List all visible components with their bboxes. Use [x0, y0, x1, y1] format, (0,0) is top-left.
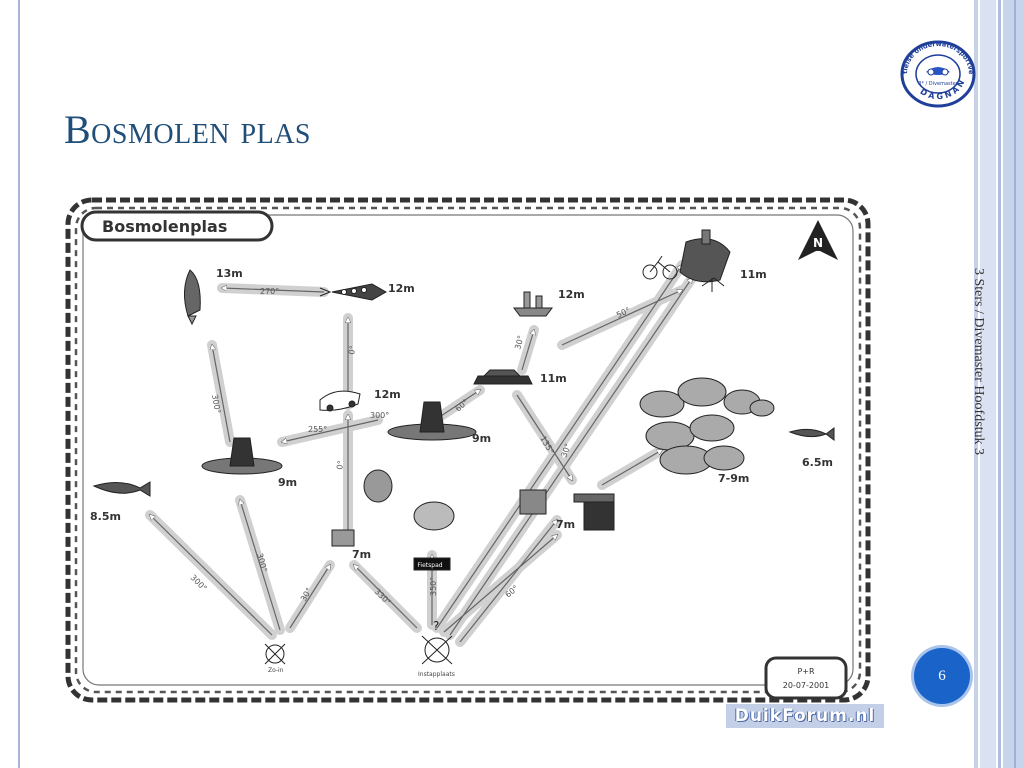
page-number-badge: 6: [914, 648, 970, 704]
car-12m-icon: [319, 390, 361, 412]
decorative-side-bars: [974, 0, 1024, 768]
sunken-boat-icon: [679, 229, 731, 292]
depth-label-7m-right: 7m: [556, 518, 575, 531]
map-title: Bosmolenplas: [102, 217, 227, 236]
bearing-label: 300°: [210, 394, 222, 415]
depth-label-9m-center: 9m: [472, 432, 491, 445]
boat-12m-icon: [513, 291, 553, 317]
north-arrow-icon: N: [798, 220, 838, 260]
depth-label-6-5m: 6.5m: [802, 456, 833, 469]
depth-label-12m-car: 12m: [374, 388, 401, 401]
small-boat-7m-icon: [331, 529, 355, 547]
sunken-ship-center-icon: [387, 401, 477, 441]
entry-label-instapplaats: Instapplaats: [418, 671, 455, 678]
entry-label-zo-in: Zo-in: [268, 667, 284, 674]
bearing-label: 270°: [260, 287, 279, 296]
bearing-label: 255°: [308, 425, 327, 434]
depth-label-12m-rocket: 12m: [388, 282, 415, 295]
depth-label-11m-wreck: 11m: [740, 268, 767, 281]
fish-6-5m-icon: [788, 427, 835, 441]
stone-cluster-icon: [639, 377, 775, 475]
diver-statue-icon: [363, 469, 393, 503]
depth-label-8-5m: 8.5m: [90, 510, 121, 523]
machine-icon: [519, 489, 547, 515]
bearing-label: 30°: [513, 334, 525, 350]
car-11m-icon: [473, 369, 533, 385]
fish-8-5m-icon: [92, 481, 151, 497]
fietspad-label: Fietspad: [417, 562, 442, 569]
depth-label-13m: 13m: [216, 267, 243, 280]
stamp-line-1: P+R: [797, 667, 815, 676]
dive-map: Bosmolenplas N: [62, 180, 888, 724]
chapter-side-text: 3 Sters / Divemaster Hoofdstuk 3: [971, 268, 986, 456]
duikforum-watermark: DuikForum.nl: [726, 704, 884, 728]
stamp-line-2: 20-07-2001: [783, 681, 830, 690]
svg-text:?: ?: [433, 619, 439, 633]
rocket-12m-icon: [319, 283, 388, 301]
fietspad-sign: [413, 557, 451, 571]
sunken-ship-left-icon: [201, 437, 283, 475]
bicycle-icon: [642, 255, 678, 280]
depth-label-12m-boat: 12m: [558, 288, 585, 301]
logo-inner-text: 3* / Divemaster: [918, 81, 958, 87]
bearing-label: 300°: [370, 411, 389, 420]
entry-point-zo-in-icon: [264, 643, 286, 665]
author-stamp: P+R 20-07-2001: [764, 656, 848, 700]
rocket-13m-icon: [184, 269, 201, 326]
entry-point-instapplaats-icon: ?: [421, 619, 453, 665]
north-label: N: [813, 236, 823, 250]
club-logo: tielse onderwatersportvereniging D A G N…: [893, 36, 976, 108]
depth-label-7-9m: 7-9m: [718, 472, 749, 485]
bearing-label: 0°: [347, 345, 357, 356]
depth-label-9m-left: 9m: [278, 476, 297, 489]
left-rule: [18, 0, 20, 768]
depth-label-7m-left: 7m: [352, 548, 371, 561]
depth-label-11m-car: 11m: [540, 372, 567, 385]
slide-title: Bosmolen plas: [64, 107, 311, 152]
bearing-label: 0°: [335, 460, 345, 471]
bearing-label: 350°: [429, 577, 438, 596]
dome-icon: [413, 501, 455, 531]
wreck-7m-icon: [573, 493, 615, 531]
